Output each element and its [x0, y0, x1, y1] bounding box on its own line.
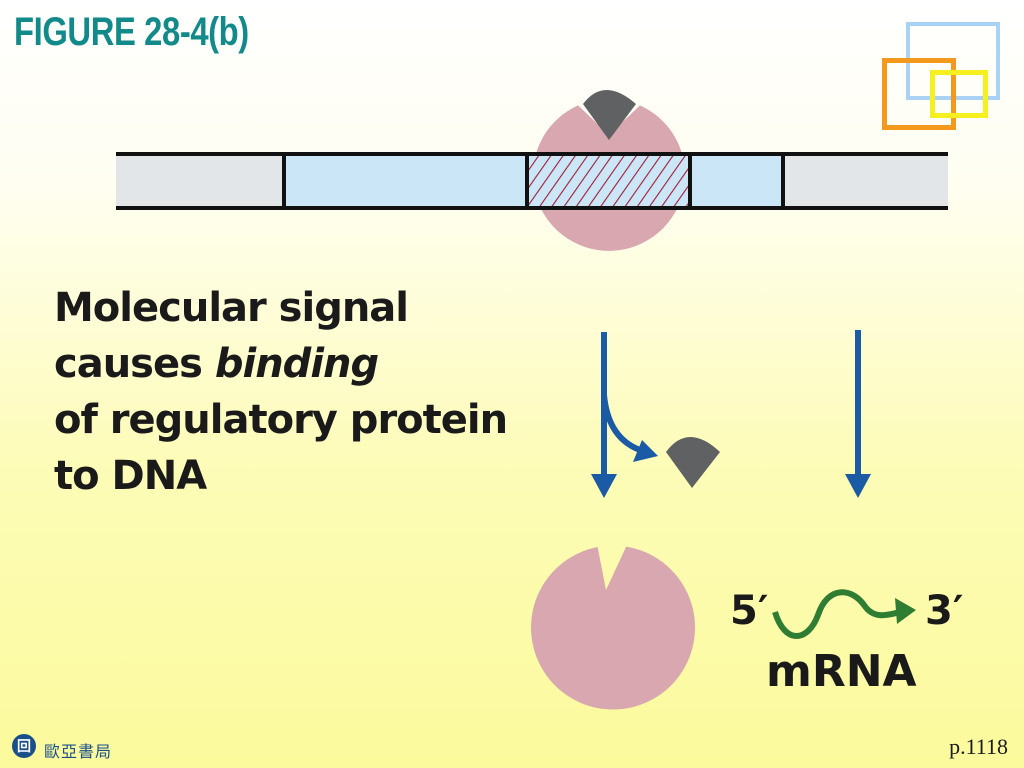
publisher-name: 歐亞書局	[44, 742, 113, 761]
caption-emphasis: binding	[214, 341, 379, 387]
five-prime-label: 5′	[730, 588, 769, 634]
three-prime-label: 3′	[925, 588, 964, 634]
mrna-strand	[772, 589, 916, 639]
dna-region-promoter	[284, 154, 527, 208]
regulatory-protein-free-icon	[531, 546, 696, 710]
caption-line-1: Molecular signal	[54, 285, 409, 331]
caption-line-4: to DNA	[54, 453, 207, 499]
signal-molecule-icon	[583, 90, 636, 140]
mrna-label: mRNA	[766, 646, 917, 697]
dna-region-gene	[690, 154, 783, 208]
released-signal-molecule-icon	[666, 437, 720, 488]
dna-binding-site	[527, 154, 690, 208]
dna-region-right	[783, 154, 948, 208]
decor-square-orange	[882, 58, 956, 130]
caption-line-3: of regulatory protein	[54, 397, 508, 443]
dna-segment	[116, 152, 948, 210]
transcription-arrow	[845, 330, 871, 498]
page-number: p.1118	[949, 734, 1008, 759]
caption-line-2: causes binding	[54, 336, 507, 392]
figure-title: FIGURE 28-4(b)	[14, 10, 249, 54]
dissociation-arrow	[591, 332, 658, 498]
dna-region-left	[116, 154, 284, 208]
decor-square-yellow	[930, 70, 988, 118]
publisher-logo-icon: 回	[12, 734, 36, 758]
caption: Molecular signal causes binding of regul…	[54, 280, 508, 504]
caption-line-2-prefix: causes	[54, 341, 215, 387]
